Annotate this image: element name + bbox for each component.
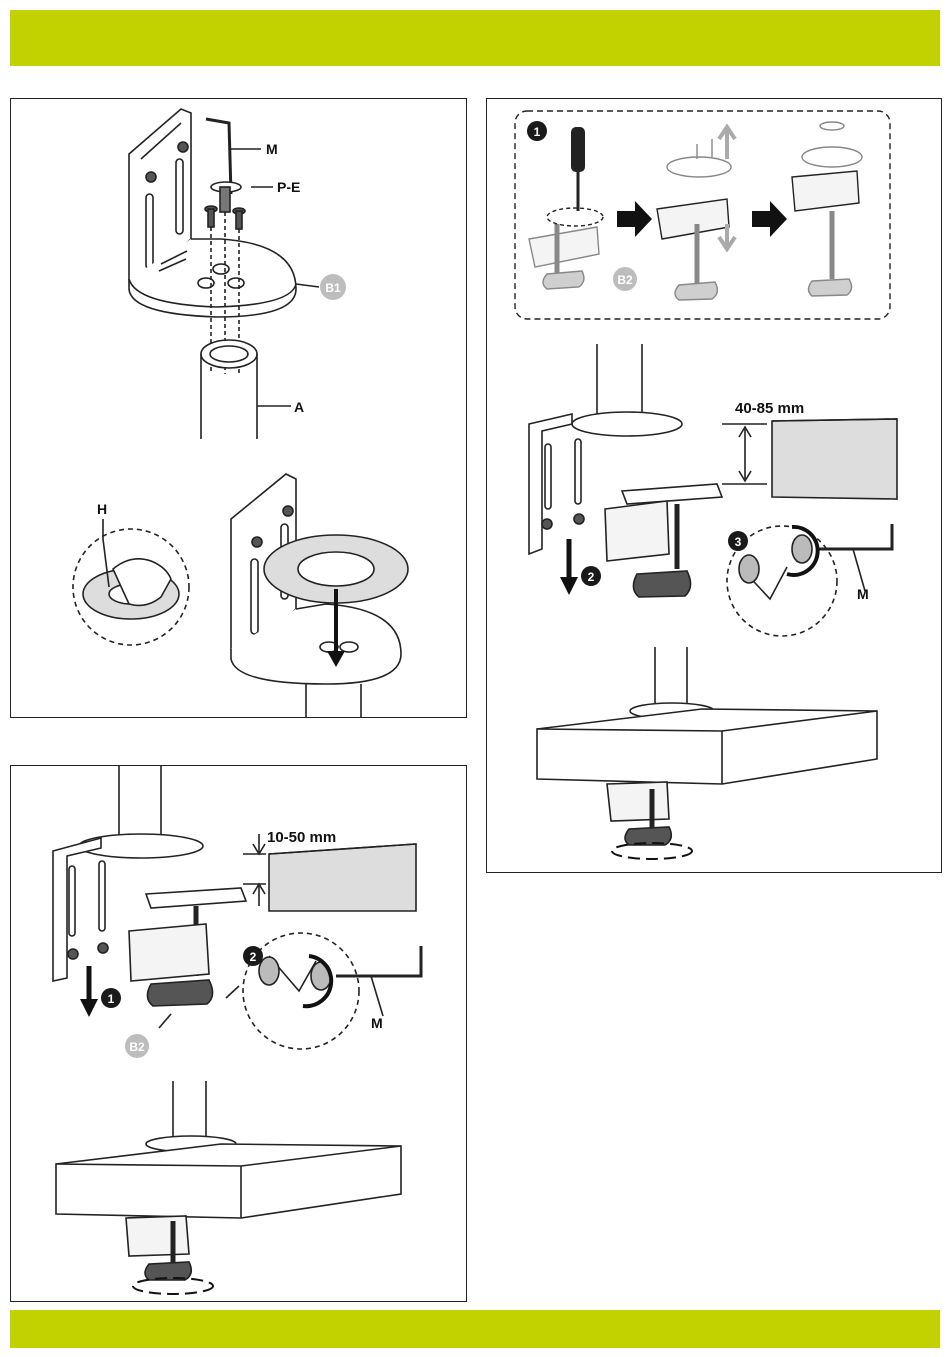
grommet-clamp-illustration: 1	[487, 99, 941, 872]
svg-text:3: 3	[735, 535, 742, 549]
panel-base-plate-assembly: M P-E B1 A H	[10, 98, 467, 718]
svg-text:B2: B2	[129, 1040, 145, 1054]
range-label-b: 10-50 mm	[267, 829, 336, 846]
badge-clamp-b: B2	[125, 1034, 149, 1058]
svg-text:1: 1	[108, 992, 115, 1006]
footer-band	[10, 1310, 940, 1348]
label-hex-key: M	[266, 141, 278, 157]
panel-desk-clamp-install: 1 2 B2 10-50 mm M	[10, 765, 467, 1302]
arrow-right-icon-2	[752, 201, 787, 237]
step-badge-2: 2	[581, 566, 601, 586]
svg-text:B1: B1	[325, 281, 341, 295]
screwdriver-icon	[571, 127, 585, 211]
svg-text:2: 2	[588, 570, 595, 584]
svg-text:1: 1	[534, 125, 541, 139]
label-screw: P-E	[277, 179, 300, 195]
label-hex-key-c: M	[857, 586, 869, 602]
base-plate-illustration: M P-E B1 A H	[11, 99, 466, 717]
badge-base-plate: B1	[320, 274, 346, 300]
label-hex-key-b: M	[371, 1015, 383, 1031]
svg-text:2: 2	[250, 950, 257, 964]
header-band	[10, 10, 940, 66]
step-badge-3: 3	[728, 531, 748, 551]
arrow-right-icon	[617, 201, 652, 237]
panel-grommet-clamp-install: 1	[486, 98, 942, 873]
label-pole: A	[294, 399, 304, 415]
step-badge-1-b: 1	[101, 988, 121, 1008]
badge-clamp-c: B2	[613, 267, 637, 291]
step-badge-1: 1	[527, 121, 547, 141]
range-label: 40-85 mm	[735, 400, 804, 417]
label-pad: H	[97, 501, 107, 517]
desk-clamp-illustration: 1 2 B2 10-50 mm M	[11, 766, 466, 1301]
step-badge-2-b: 2	[243, 946, 263, 966]
svg-text:B2: B2	[617, 273, 633, 287]
